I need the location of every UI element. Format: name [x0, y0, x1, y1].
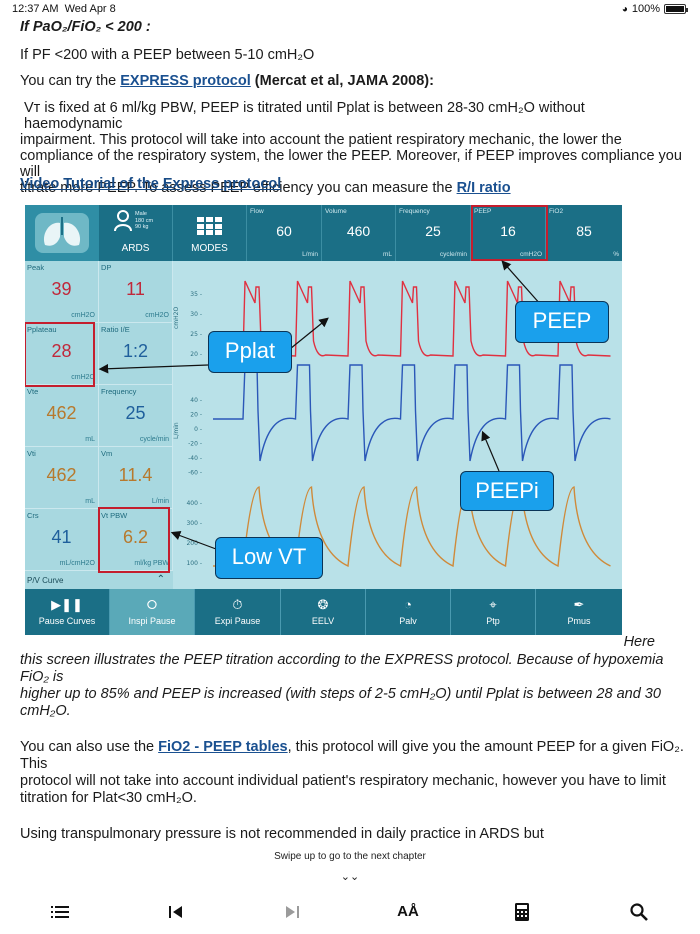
ptp-button[interactable]: ⌖Ptp	[451, 589, 536, 635]
param-volume[interactable]: Volume 460 mL	[322, 205, 396, 261]
paragraph-pf: If PF <200 with a PEEP between 5-10 cmH₂…	[20, 47, 315, 63]
swipe-hint: Swipe up to go to the next chapter	[274, 851, 426, 862]
search-icon[interactable]	[624, 900, 654, 924]
pmus-button[interactable]: ✒Pmus	[536, 589, 622, 635]
video-tutorial-link[interactable]: Video Tutorial of the Express protocol	[20, 176, 282, 192]
flow-axis-unit: L/min	[173, 422, 180, 439]
lungs-small-icon: ❂	[317, 597, 329, 612]
ventilator-top-bar: Male 180 cm 90 kg ARDS MODES Flow 60 L/m…	[25, 205, 622, 261]
next-icon[interactable]	[277, 900, 307, 924]
eelv-button[interactable]: ❂EELV	[281, 589, 366, 635]
param-flow[interactable]: Flow 60 L/min	[247, 205, 322, 261]
paragraph-fio2-peep: You can also use the FiO2 - PEEP tables,…	[20, 739, 684, 806]
pplat-callout: Pplat	[208, 331, 292, 373]
grid-icon	[197, 217, 222, 235]
flow-tick: -40 -	[188, 455, 202, 462]
param-frequency[interactable]: Frequency 25 cycle/min	[396, 205, 471, 261]
pressure-tick: 25 -	[190, 331, 202, 338]
peepi-callout: PEEPi	[460, 471, 554, 511]
target-icon: ⌖	[489, 597, 497, 612]
volume-waveform	[213, 486, 611, 568]
paragraph-vt: Vт is fixed at 6 ml/kg PBW, PEEP is titr…	[20, 100, 682, 196]
battery-percent: 100%	[631, 3, 660, 15]
ventilator-bottom-bar: ▶❚❚Pause Curves ⭘Inspi Pause ⏱Expi Pause…	[25, 589, 622, 635]
flow-tick: -20 -	[188, 441, 202, 448]
lungs-icon	[35, 213, 89, 253]
calculator-icon[interactable]	[507, 900, 537, 924]
peep-highlight-box	[471, 205, 548, 261]
lungs-logo	[25, 205, 99, 261]
pplateau-highlight-box	[25, 322, 95, 387]
video-tutorial-paragraph: Video Tutorial of the Express protocol	[20, 176, 684, 192]
previous-icon[interactable]	[161, 900, 191, 924]
list-icon[interactable]	[45, 900, 75, 924]
caption-paragraph: this screen illustrates the PEEP titrati…	[20, 652, 664, 719]
pv-curve-toggle[interactable]: P/V Curve⌃	[25, 573, 173, 589]
inspi-pause-button[interactable]: ⭘Inspi Pause	[110, 589, 195, 635]
low-vt-callout: Low VT	[215, 537, 323, 579]
double-chevron-down-icon[interactable]: ⌄⌄	[340, 871, 360, 883]
pressure-axis-unit: cmH2O	[173, 307, 180, 329]
ards-label: ARDS	[121, 243, 150, 254]
paragraph-transpulmonary: Using transpulmonary pressure is not rec…	[20, 826, 544, 842]
chevron-up-icon: ⌃	[156, 574, 165, 585]
battery-icon	[664, 4, 688, 14]
flow-tick: 20 -	[190, 412, 202, 419]
flow-tick: -60 -	[188, 470, 202, 477]
muscle-icon: ✒	[573, 597, 585, 612]
paragraph-express: You can try the EXPRESS protocol (Mercat…	[20, 73, 434, 89]
volume-tick: 100 -	[186, 560, 202, 567]
pressure-tick: 35 -	[190, 291, 202, 298]
volume-tick: 300 -	[186, 520, 202, 527]
expi-pause-button[interactable]: ⏱Expi Pause	[195, 589, 281, 635]
modes-button[interactable]: MODES	[173, 205, 247, 261]
inspi-pause-icon: ⭘	[146, 597, 158, 612]
param-peep[interactable]: PEEP 16 cmH2O	[471, 205, 546, 261]
section-heading: If PaO₂/FiO₂ < 200 :	[20, 19, 151, 35]
person-icon	[114, 210, 132, 232]
ventilator-screenshot: Male 180 cm 90 kg ARDS MODES Flow 60 L/m…	[25, 205, 622, 635]
status-bar: 12:37 AM Wed Apr 8 ◕ 100%	[0, 0, 700, 18]
status-time: 12:37 AM Wed Apr 8	[12, 3, 116, 15]
ri-ratio-link[interactable]: R/I ratio	[456, 180, 511, 196]
play-pause-icon: ▶❚❚	[51, 597, 83, 612]
wifi-icon: ◕	[621, 3, 628, 15]
bottom-toolbar: AÅ	[0, 892, 700, 934]
pressure-tick: 20 -	[190, 351, 202, 358]
here-word: Here	[623, 634, 655, 650]
patient-info: Male 180 cm 90 kg	[135, 211, 154, 230]
flow-tick: 0 -	[194, 426, 202, 433]
express-protocol-link[interactable]: EXPRESS protocol	[120, 73, 251, 89]
waveform-svg: cmH2O L/min 35 - 30 - 25 - 20 - 40 - 20 - 0 -…	[173, 280, 611, 568]
vt-pbw-highlight-box	[98, 507, 170, 573]
text-size-icon[interactable]: AÅ	[397, 903, 419, 920]
peep-callout: PEEP	[515, 301, 609, 343]
gauge-icon: ◔	[404, 597, 412, 612]
palv-button[interactable]: ◔Palv	[366, 589, 451, 635]
pressure-waveform	[213, 280, 611, 357]
flow-waveform	[213, 364, 611, 462]
status-right: ◕ 100%	[621, 3, 688, 15]
patient-profile-cell[interactable]: Male 180 cm 90 kg ARDS	[99, 205, 173, 261]
pause-curves-button[interactable]: ▶❚❚Pause Curves	[25, 589, 110, 635]
stopwatch-icon: ⏱	[232, 597, 243, 612]
pressure-tick: 30 -	[190, 311, 202, 318]
volume-tick: 200 -	[186, 540, 202, 547]
fio2-peep-tables-link[interactable]: FiO2 - PEEP tables	[158, 739, 288, 755]
flow-tick: 40 -	[190, 397, 202, 404]
volume-tick: 400 -	[186, 500, 202, 507]
param-fio2[interactable]: FiO2 85 %	[549, 208, 619, 258]
